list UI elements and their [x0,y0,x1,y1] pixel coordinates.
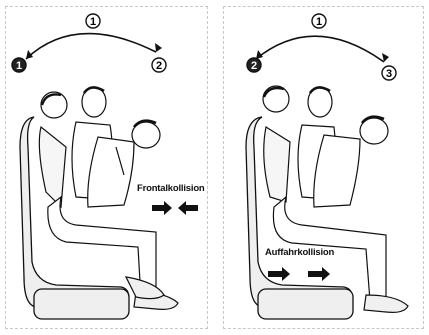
marker-start: 2 [247,58,261,72]
svg-text:1: 1 [316,16,322,28]
marker-start: 1 [12,58,26,72]
front-collision-illustration: 1 1 2 [6,7,209,330]
collision-type-label: Frontalkollision [137,183,205,194]
svg-text:3: 3 [386,68,392,80]
svg-text:2: 2 [156,60,162,72]
occupant-figure-icon [39,92,67,207]
rear-collision-panel: 1 2 3 [223,6,424,329]
rear-collision-illustration: 1 2 3 [224,7,425,330]
motion-arc-icon [256,36,384,62]
front-collision-panel: 1 1 2 [5,6,208,329]
svg-text:2: 2 [251,60,257,72]
collision-type-label: Auffahrkollision [265,247,334,258]
marker-top: 1 [312,14,326,28]
collision-arrows-icon [152,201,198,215]
marker-end: 3 [382,66,396,80]
occupant-figure-icon [263,86,290,202]
motion-arc-icon [26,34,156,59]
svg-text:1: 1 [90,16,96,28]
marker-top: 1 [86,14,100,28]
marker-end: 2 [152,58,166,72]
collision-arrows-icon [268,267,330,281]
svg-text:1: 1 [16,60,22,72]
